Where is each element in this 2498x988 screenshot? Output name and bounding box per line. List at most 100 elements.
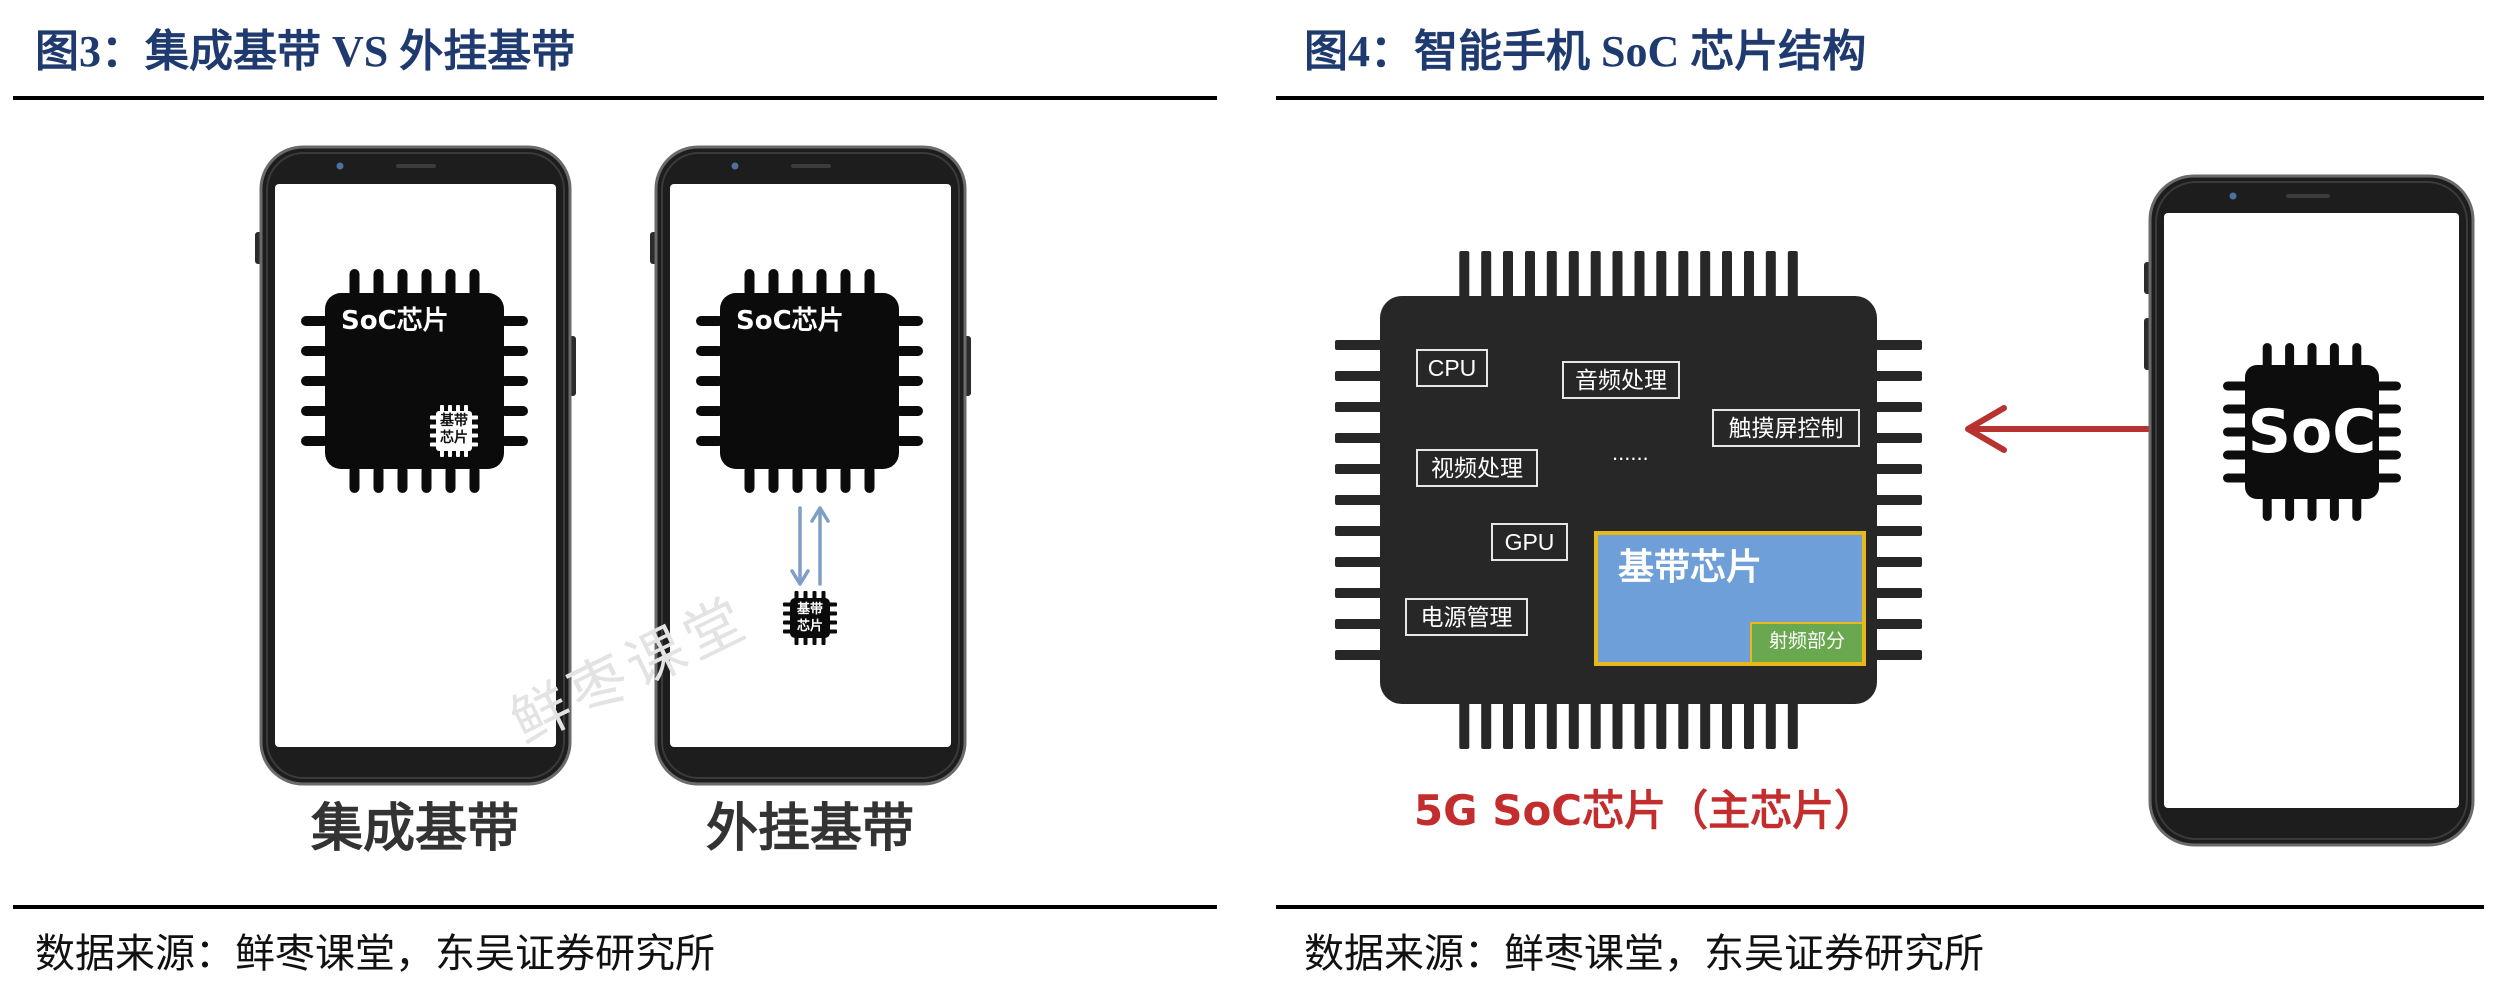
chip-pin: [696, 316, 724, 326]
integrated-baseband-chip-body: [436, 411, 472, 451]
chip-pin: [1525, 251, 1535, 300]
chip-pin: [696, 346, 724, 356]
chip-pin: [2223, 427, 2249, 437]
phone-with-soc: [2144, 174, 2475, 847]
chip-pin: [1873, 588, 1922, 598]
cpu-block: CPU: [1416, 349, 1488, 387]
chip-pin: [1656, 251, 1667, 300]
chip-pin: [1546, 700, 1557, 749]
chip-pin: [792, 269, 803, 297]
chip-pin: [1700, 700, 1711, 749]
chip-pin: [1700, 251, 1711, 300]
earpiece-speaker: [791, 164, 831, 168]
chip-pin: [1459, 700, 1470, 749]
front-camera-icon: [2229, 192, 2237, 200]
figure-4-title: 图4：智能手机 SoC 芯片结构: [1304, 27, 1867, 76]
chip-pin: [500, 376, 528, 386]
phone-integrated-baseband: [255, 145, 576, 786]
chip-pin: [864, 269, 875, 297]
phone-frame-inner-edge: [661, 152, 960, 779]
chip-pin: [2375, 427, 2401, 437]
chip-pin: [1873, 464, 1922, 474]
chip-pin: [696, 376, 724, 386]
figure-3-top-rule: [13, 96, 1217, 100]
chip-pin: [1503, 251, 1513, 300]
chip-pin: [469, 465, 480, 493]
soc-chip-pins: [2223, 343, 2401, 521]
phone-external-baseband: [650, 145, 971, 786]
chip-pin: [1335, 402, 1384, 412]
earpiece-speaker: [2286, 194, 2330, 198]
chip-pin: [1744, 700, 1754, 749]
chip-pin: [500, 316, 528, 326]
chip-pin: [696, 436, 724, 446]
chip-pin: [1568, 700, 1579, 749]
chip-pin: [349, 465, 360, 493]
chip-pin: [2375, 450, 2401, 460]
chip-pin: [895, 436, 923, 446]
arrow-up-icon: [810, 506, 830, 586]
chip-pin: [421, 465, 432, 493]
more-blocks-ellipsis: ......: [1612, 440, 1649, 465]
chip-pin: [1459, 251, 1470, 300]
figure-3-bottom-rule: [13, 905, 1217, 909]
chip-pin: [1744, 251, 1754, 300]
chip-pin: [792, 465, 803, 493]
chip-pin: [768, 269, 779, 297]
chip-pin: [2285, 343, 2295, 369]
chip-pin: [840, 269, 851, 297]
chip-pin: [301, 406, 329, 416]
earpiece-speaker: [396, 164, 436, 168]
video-processing-block: 视频处理: [1416, 449, 1538, 487]
5g-soc-caption: 5G SoC芯片（主芯片）: [1413, 786, 1877, 835]
chip-pin: [895, 376, 923, 386]
chip-pin: [1873, 650, 1922, 660]
chip-pin: [2352, 343, 2362, 369]
chip-pin: [397, 465, 408, 493]
chip-pin: [1335, 495, 1384, 505]
chip-pin: [1722, 700, 1732, 749]
chip-pin: [2329, 495, 2339, 521]
chip-pin: [469, 269, 480, 297]
chip-pin: [2223, 381, 2249, 391]
5g-soc-chip-pins: [1335, 251, 1922, 749]
chip-pin: [2223, 404, 2249, 414]
chip-pin: [1787, 700, 1798, 749]
chip-pin: [1612, 251, 1623, 300]
chip-pin: [1335, 588, 1384, 598]
chip-pin: [1525, 700, 1535, 749]
chip-pin: [1873, 495, 1922, 505]
chip-pin: [2307, 343, 2317, 369]
chip-pin: [895, 316, 923, 326]
chip-pin: [895, 406, 923, 416]
chip-pin: [1873, 619, 1922, 629]
chip-pin: [1873, 433, 1922, 443]
chip-pin: [1678, 251, 1689, 300]
chip-pin: [744, 269, 755, 297]
chip-pin: [1481, 251, 1492, 300]
chip-pin: [1873, 557, 1922, 567]
figure-4-bottom-rule: [1276, 905, 2484, 909]
front-camera-icon: [336, 162, 344, 170]
external-baseband-label-line1: 基带: [796, 602, 823, 617]
integrated-baseband-label: 基带 芯片: [436, 413, 472, 447]
chip-pin: [2307, 495, 2317, 521]
chip-pin: [1568, 251, 1579, 300]
chip-pin: [744, 465, 755, 493]
soc-chip-body: [2245, 365, 2379, 499]
chip-pin: [349, 269, 360, 297]
external-baseband-label-line2: 芯片: [796, 619, 823, 634]
phone-frame-inner-edge: [266, 152, 565, 779]
audio-processing-block: 音频处理: [1562, 361, 1680, 399]
chip-pin: [500, 346, 528, 356]
chip-pin: [421, 269, 432, 297]
figure-3-source: 数据来源：鲜枣课堂，东吴证券研究所: [35, 931, 715, 976]
external-baseband-chip-body: [790, 598, 830, 638]
chip-pin: [1481, 700, 1492, 749]
chip-pin: [445, 269, 456, 297]
chip-pin: [816, 465, 827, 493]
chip-pin: [895, 346, 923, 356]
chip-pin: [2375, 473, 2401, 483]
